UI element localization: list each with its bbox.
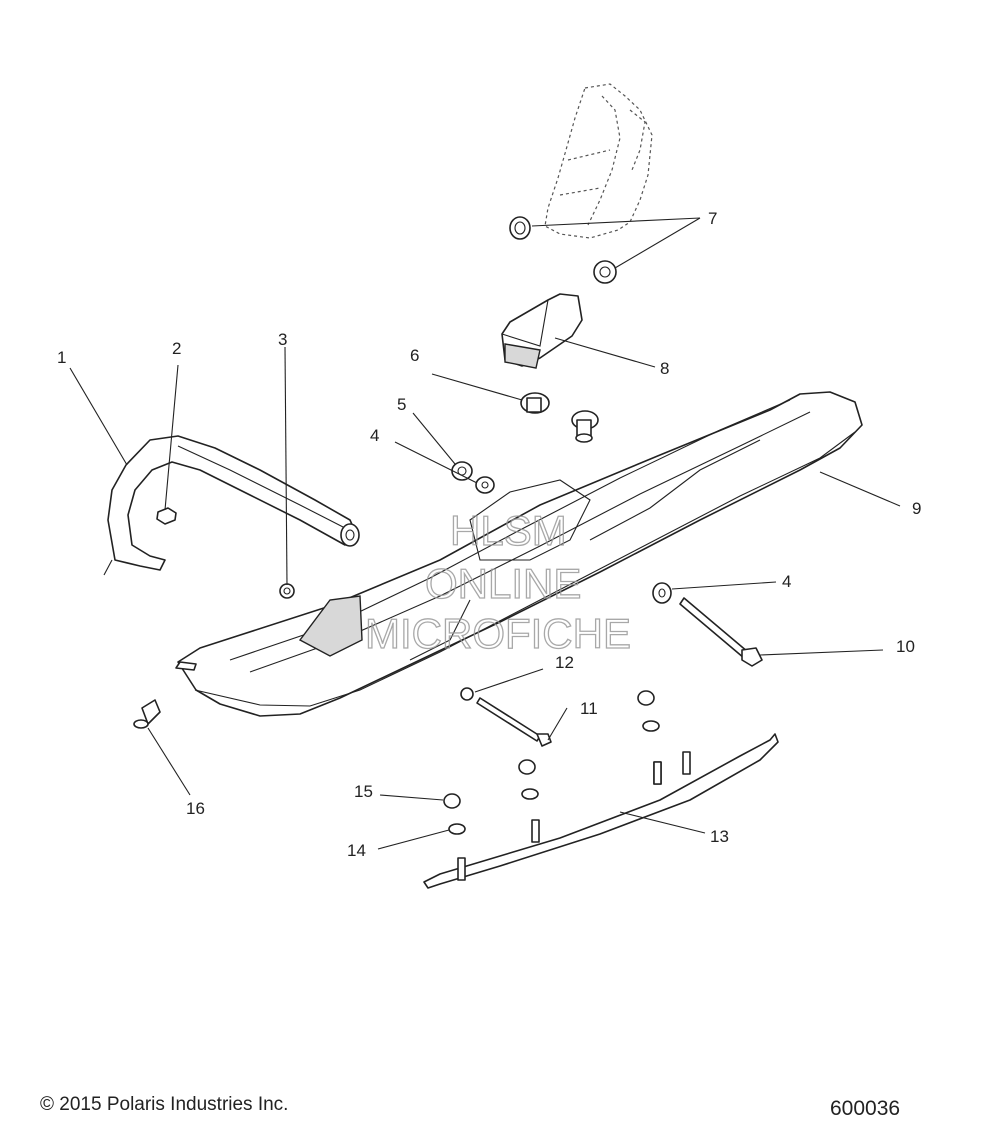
leader-lines (69, 217, 901, 850)
callout-15: 15 (354, 782, 373, 801)
callout-11: 11 (580, 699, 598, 718)
washer-wear-bar-2 (521, 788, 539, 800)
nut-5 (451, 461, 473, 481)
watermark-line-1: HLSM (450, 507, 567, 554)
nut-wear-bar-1 (637, 690, 655, 706)
copyright-notice: © 2015 Polaris Industries Inc. (40, 1094, 289, 1115)
bushing-upper (509, 216, 531, 240)
callout-13: 13 (710, 827, 729, 846)
callout-7: 7 (708, 209, 717, 228)
washer-4-lower (652, 582, 672, 604)
ski-loop-handle (107, 435, 360, 571)
ski-stop-block (501, 293, 583, 369)
ski-body (175, 391, 863, 717)
watermark-line-3: MICROFICHE (365, 610, 631, 657)
callout-4-lower: 4 (782, 572, 791, 591)
drawing-number: 600036 (830, 1097, 901, 1120)
washer-4-upper (475, 476, 495, 494)
callout-4-upper: 4 (370, 426, 379, 445)
callout-6: 6 (410, 346, 419, 365)
callout-3: 3 (278, 330, 287, 349)
callout-labels: 1 2 3 4 4 5 6 7 8 9 10 11 12 13 14 15 16 (57, 209, 921, 860)
wear-bar (423, 733, 779, 889)
rivet-16 (133, 699, 161, 729)
spindle-bolt-left (520, 392, 550, 414)
watermark: HLSM ONLINE MICROFICHE (364, 506, 631, 657)
callout-9: 9 (912, 499, 921, 518)
washer-12 (460, 687, 474, 701)
nut-15 (443, 793, 461, 809)
nut-3 (279, 583, 295, 599)
callout-14: 14 (347, 841, 366, 860)
nut-2 (156, 507, 177, 525)
callout-12: 12 (555, 653, 574, 672)
callout-16: 16 (186, 799, 205, 818)
nut-wear-bar-2 (518, 759, 536, 775)
spindle-bolt-right (571, 410, 599, 443)
callout-5: 5 (397, 395, 406, 414)
bolt-10 (679, 597, 763, 667)
bolt-11 (476, 697, 552, 747)
callout-10: 10 (896, 637, 915, 656)
spindle-phantom (544, 83, 653, 239)
callout-1: 1 (57, 348, 66, 367)
callout-2: 2 (172, 339, 181, 358)
watermark-line-2: ONLINE (425, 560, 581, 607)
washer-wear-bar-1 (642, 720, 660, 732)
callout-8: 8 (660, 359, 669, 378)
washer-14 (448, 823, 466, 835)
bushing-lower (593, 260, 617, 284)
